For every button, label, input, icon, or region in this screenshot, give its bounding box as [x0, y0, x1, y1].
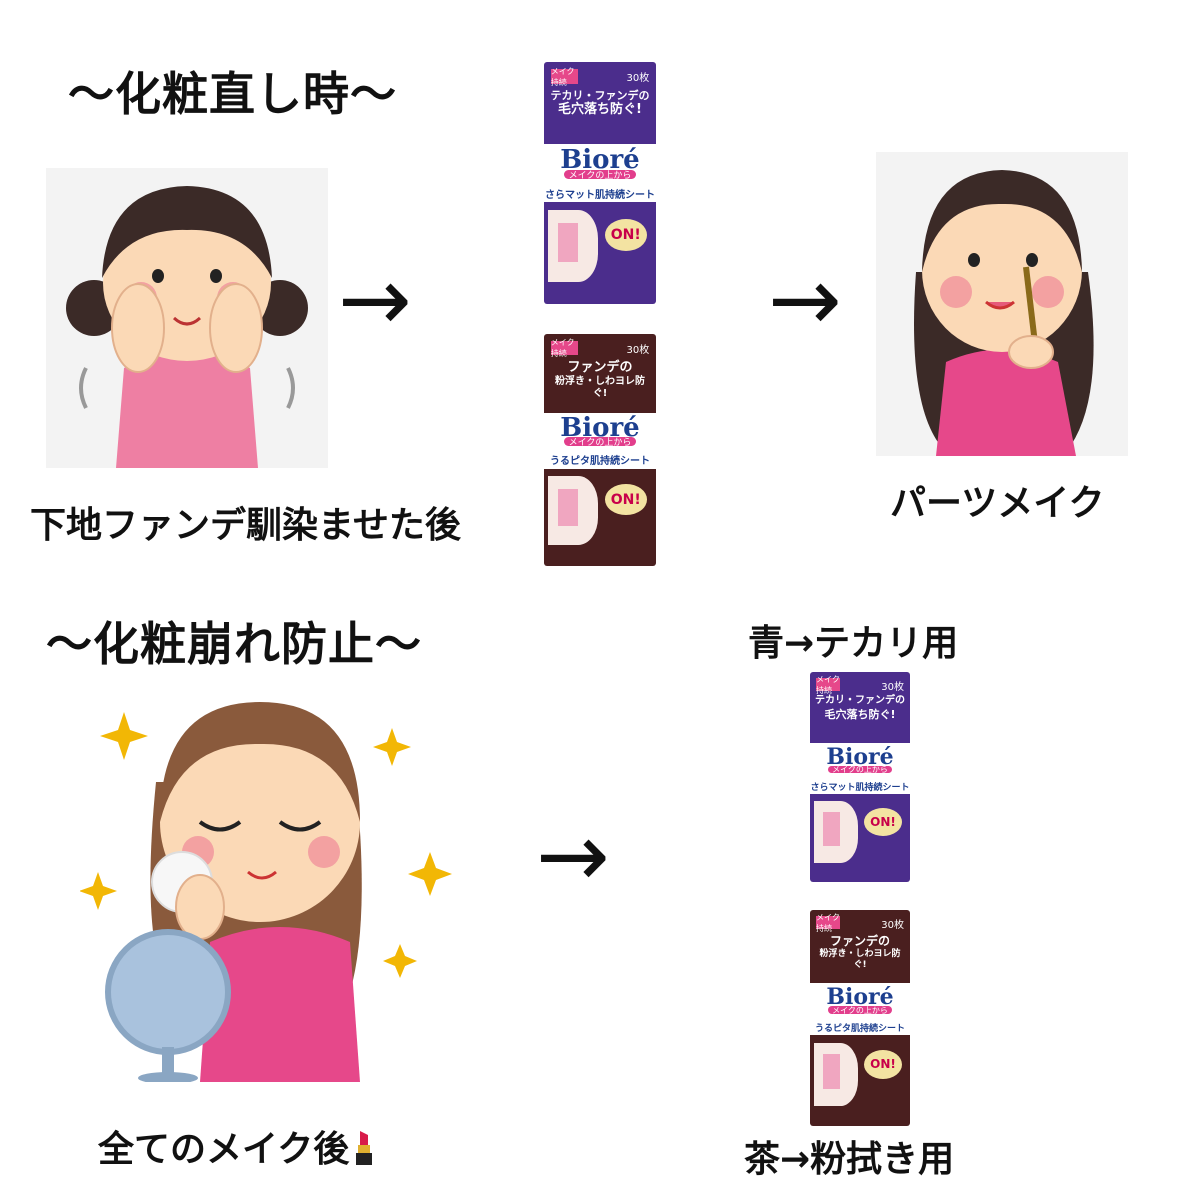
product-label-band: Bioré メイクの上から さらマット肌持続シート [544, 144, 656, 203]
caption-brown-use: 茶→粉拭き用 [744, 1139, 955, 1180]
product-tag: メイク持続 [550, 338, 578, 358]
product-on-badge: ON! [864, 1049, 902, 1079]
product-pill: メイクの上から [564, 169, 636, 181]
heading-retouch: 〜化粧直し時〜 [68, 67, 397, 121]
product-catchphrase: ファンデの 粉浮き・しわヨレ防ぐ! [814, 934, 906, 972]
product-brown-sheet-pack: メイク持続 30枚 ファンデの 粉浮き・しわヨレ防ぐ! Bioré メイクの上か… [544, 334, 656, 566]
caption-blue-use: 青→テカリ用 [748, 623, 959, 664]
product-label-band: Bioré メイクの上から さらマット肌持続シート [810, 743, 910, 794]
arrow-right-1: → [338, 248, 412, 351]
product-on-badge: ON! [604, 218, 648, 252]
product-label-band: Bioré メイクの上から うるピタ肌持続シート [810, 983, 910, 1036]
product-brand: Bioré [826, 743, 894, 770]
product-subtitle: さらマット肌持続シート [810, 782, 910, 793]
caption-after-all-makeup: 全てのメイク後 [98, 1120, 375, 1174]
product-catchphrase: テカリ・ファンデの 毛穴落ち防ぐ! [548, 89, 651, 119]
product-brand: Bioré [826, 983, 894, 1010]
catch-line-2: 粉浮き・しわヨレ防ぐ! [555, 375, 645, 400]
product-tag: メイク持続 [816, 912, 840, 933]
catch-line-1: ファンデの [829, 933, 890, 948]
face-diagram-icon [814, 1042, 858, 1107]
product-subtitle: さらマット肌持続シート [545, 190, 655, 202]
product-catchphrase: テカリ・ファンデの 毛穴落ち防ぐ! [814, 695, 906, 721]
caption-after-foundation: 下地ファンデ馴染ませた後 [30, 505, 461, 546]
product-count: 30枚 [881, 920, 904, 932]
girl-patting-face-image [66, 186, 308, 468]
product-count: 30枚 [881, 682, 904, 694]
arrow-right-3: → [536, 804, 610, 907]
woman-parts-makeup-image [914, 170, 1094, 456]
woman-powder-puff-image [79, 702, 452, 1084]
face-diagram-icon [548, 476, 598, 545]
product-pill: メイクの上から [828, 765, 892, 774]
product-lower-panel: ON! [544, 469, 656, 566]
product-lower-panel: ON! [810, 794, 910, 882]
product-count: 30枚 [626, 73, 650, 85]
product-subtitle: うるピタ肌持続シート [550, 456, 650, 468]
product-count: 30枚 [626, 344, 650, 356]
caption-after-all-makeup-text: 全てのメイク後 [98, 1129, 350, 1170]
catch-line-2: 毛穴落ち防ぐ! [824, 707, 896, 721]
catch-line-1: テカリ・ファンデの [550, 88, 650, 102]
illustration-girl-patting-face [46, 168, 328, 468]
catch-line-2: 毛穴落ち防ぐ! [558, 102, 642, 118]
product-pill: メイクの上から [828, 1006, 892, 1015]
product-pill: メイクの上から [564, 437, 636, 448]
product-blue-sheet-pack-2: メイク持続 30枚 テカリ・ファンデの 毛穴落ち防ぐ! Bioré メイクの上か… [810, 672, 910, 882]
product-catchphrase: ファンデの 粉浮き・しわヨレ防ぐ! [548, 360, 651, 401]
product-subtitle: うるピタ肌持続シート [814, 1024, 905, 1035]
product-lower-panel: ON! [810, 1035, 910, 1126]
face-diagram-icon [814, 800, 858, 863]
catch-line-1: ファンデの [567, 359, 633, 375]
product-brown-sheet-pack-2: メイク持続 30枚 ファンデの 粉浮き・しわヨレ防ぐ! Bioré メイクの上か… [810, 910, 910, 1126]
product-on-badge: ON! [604, 484, 648, 516]
illustration-woman-parts-makeup [876, 152, 1128, 456]
illustration-woman-powder-puff [79, 692, 460, 1084]
product-blue-sheet-pack: メイク持続 30枚 テカリ・ファンデの 毛穴落ち防ぐ! Bioré メイクの上か… [544, 62, 656, 304]
product-on-badge: ON! [864, 807, 902, 837]
product-label-band: Bioré メイクの上から うるピタ肌持続シート [544, 412, 656, 469]
catch-line-2: 粉浮き・しわヨレ防ぐ! [819, 948, 901, 970]
face-diagram-icon [548, 210, 598, 282]
product-tag: メイク持続 [816, 674, 840, 695]
caption-parts-makeup: パーツメイク [890, 483, 1105, 524]
lipstick-icon [353, 1129, 375, 1174]
product-tag: メイク持続 [550, 67, 578, 87]
arrow-right-2: → [768, 248, 842, 351]
product-lower-panel: ON! [544, 202, 656, 304]
catch-line-1: テカリ・ファンデの [815, 695, 905, 707]
heading-prevention: 〜化粧崩れ防止〜 [46, 617, 422, 671]
